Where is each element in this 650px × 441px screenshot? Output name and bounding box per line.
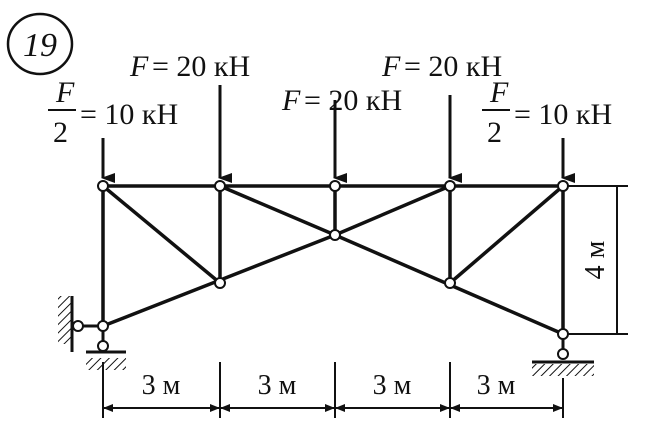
load-value: = 10 кН [80, 98, 178, 131]
truss-joints [97, 180, 569, 340]
load-symbol: F [55, 76, 75, 109]
wall-hatch [58, 296, 71, 344]
load-value: = 20 кН [152, 50, 250, 83]
joint [444, 277, 456, 289]
diagonal-left [101, 184, 222, 285]
wall-pin [72, 320, 84, 332]
problem-number: 19 [23, 27, 57, 64]
dimension-label-height: 4 м [580, 240, 611, 279]
joint [557, 180, 569, 192]
ground-pin [97, 340, 109, 352]
load-label-left: F 2 = 10 кН [48, 76, 178, 149]
problem-number-badge: 19 [6, 12, 74, 76]
load-symbol: F [489, 76, 509, 109]
load-symbol: F [129, 50, 149, 83]
load-denominator: 2 [487, 116, 502, 149]
support-joint [97, 320, 109, 332]
joint [444, 180, 456, 192]
support-pin [557, 348, 569, 360]
cross-member-left [218, 184, 337, 237]
joint [97, 180, 109, 192]
load-label-center-left: F = 20 кН [129, 50, 250, 83]
load-label-center-right: F = 20 кН [381, 50, 502, 83]
truss-members [101, 184, 565, 336]
joint [214, 180, 226, 192]
load-value: = 20 кН [304, 84, 402, 117]
cross-member-right [333, 184, 452, 237]
load-value: = 20 кН [404, 50, 502, 83]
load-symbol: F [381, 50, 401, 83]
dimension-label-panel-2: 3 м [258, 370, 297, 401]
horizontal-dimension [102, 362, 564, 418]
right-support [532, 339, 594, 376]
dimension-label-panel-4: 3 м [477, 370, 516, 401]
load-denominator: 2 [53, 116, 68, 149]
dimension-label-panel-3: 3 м [373, 370, 412, 401]
vertical-dimension [568, 185, 628, 335]
load-label-center: F = 20 кН [281, 84, 402, 117]
joint [557, 328, 569, 340]
load-label-right: F 2 = 10 кН [482, 76, 612, 149]
ground-hatch [86, 358, 126, 370]
load-value: = 10 кН [514, 98, 612, 131]
dimension-label-panel-1: 3 м [142, 370, 181, 401]
joint [329, 180, 341, 192]
left-support [58, 296, 126, 370]
diagonal-right [448, 184, 565, 285]
joint [329, 229, 341, 241]
joint [214, 277, 226, 289]
load-symbol: F [281, 84, 301, 117]
load-arrows [101, 85, 575, 183]
ground-hatch [532, 364, 594, 376]
